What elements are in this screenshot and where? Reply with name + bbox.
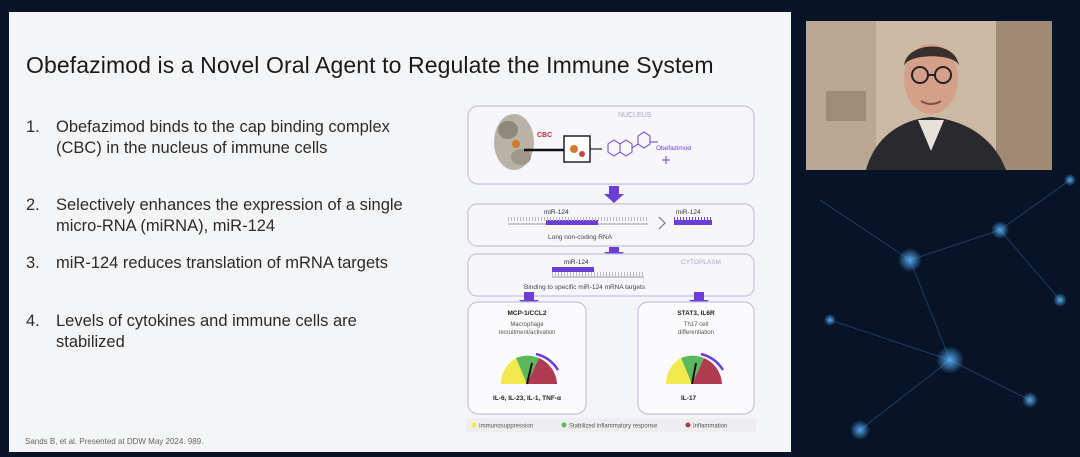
down-arrow-icon — [519, 292, 539, 309]
list-number: 1. — [26, 118, 40, 136]
lncrna-strand — [508, 217, 648, 225]
binding-label: Binding to specific miR-124 mRNA targets — [524, 284, 646, 291]
mir-label-left: miR-124 — [544, 209, 569, 216]
list-number: 3. — [26, 254, 40, 272]
left-box-sub2: recruitment/activation — [498, 330, 555, 336]
mir-label-right: miR-124 — [676, 209, 701, 216]
nucleus-label: NUCLEUS — [618, 112, 652, 119]
mir-label-cyto: miR-124 — [564, 259, 589, 266]
chevron-right-icon — [658, 216, 666, 230]
down-arrow-icon — [689, 292, 709, 309]
nucleus-panel — [467, 105, 755, 185]
presentation-slide: Obefazimod is a Novel Oral Agent to Regu… — [9, 12, 791, 452]
right-box-cytokines: IL-17 — [681, 395, 697, 402]
cytoplasm-panel — [467, 253, 755, 297]
list-number: 4. — [26, 312, 40, 330]
right-box-sub1: Th17 cell — [684, 322, 708, 328]
list-text: Obefazimod binds to the cap binding comp… — [56, 118, 390, 157]
inflammation-gauge — [666, 352, 725, 385]
legend-item: Stabilized inflammatory response — [569, 424, 658, 430]
legend-item: Immunosuppression — [479, 424, 533, 430]
mirna-panel — [467, 203, 755, 247]
down-arrow-icon — [604, 186, 624, 203]
left-box-cytokines: IL-6, IL-23, IL-1, TNF-α — [493, 395, 561, 402]
cbc-protein-icon — [494, 114, 534, 170]
list-text: miR-124 reduces translation of mRNA targ… — [56, 254, 388, 272]
mir124-strand — [674, 217, 712, 225]
legend — [466, 418, 756, 432]
mrna-binding-strand — [552, 267, 644, 278]
mechanism-figure: NUCLEUS CBC Obefazimod — [466, 102, 766, 432]
left-box-sub1: Macrophage — [510, 322, 544, 328]
list-text: Levels of cytokines and immune cells are… — [56, 312, 357, 351]
right-box-title: STAT3, IL6R — [677, 310, 715, 317]
cytoplasm-label: CYTOPLASM — [681, 259, 721, 266]
inflammation-gauge — [501, 352, 560, 385]
presenter-video — [806, 21, 1052, 170]
obefazimod-molecule-icon — [607, 131, 670, 164]
list-text: Selectively enhances the expression of a… — [56, 196, 403, 235]
citation: Sands B, et al. Presented at DDW May 202… — [25, 437, 204, 446]
drug-label: Obefazimod — [656, 145, 691, 152]
slide-title: Obefazimod is a Novel Oral Agent to Regu… — [26, 52, 714, 78]
right-box-sub2: differentiation — [678, 330, 714, 336]
list-number: 2. — [26, 196, 40, 214]
lncrna-label: Long non-coding RNA — [548, 234, 613, 241]
legend-item: Inflammation — [693, 424, 727, 430]
cbc-label: CBC — [537, 132, 552, 139]
left-box-title: MCP-1/CCL2 — [507, 310, 546, 317]
